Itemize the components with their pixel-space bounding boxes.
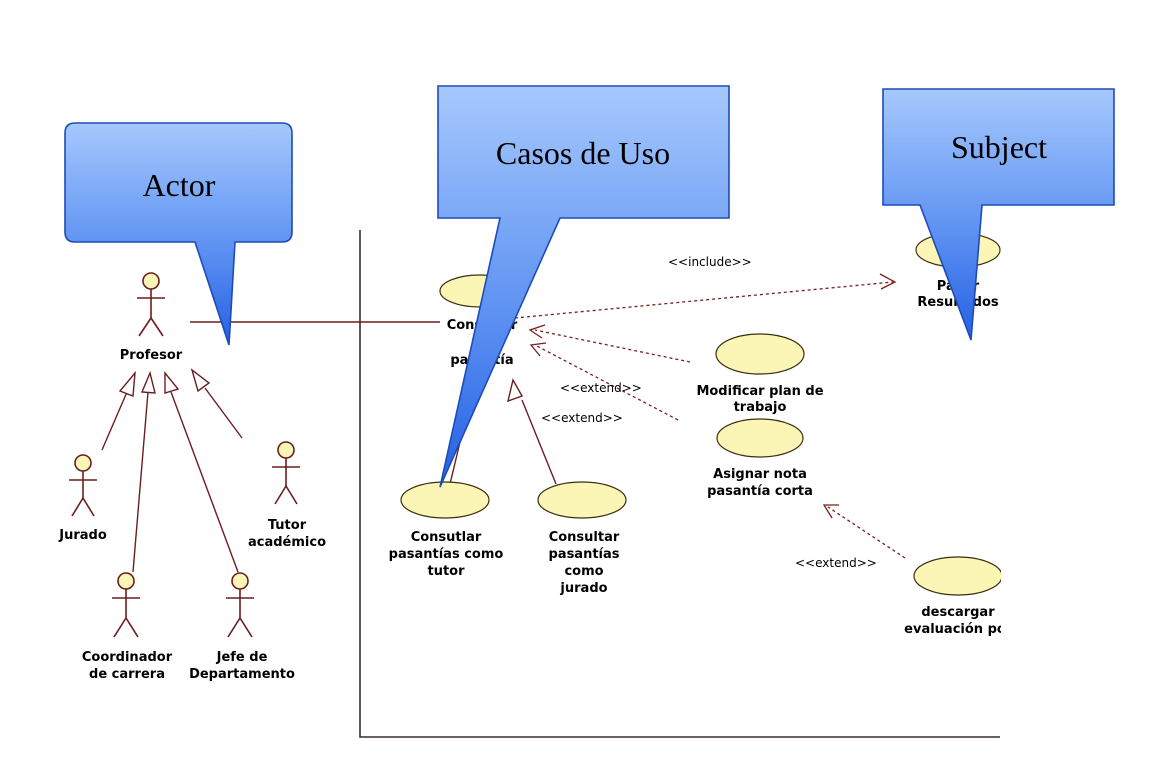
stereotype-extend-3: <<extend>> bbox=[795, 556, 877, 570]
actor-jefe-departamento[interactable]: Jefe de Departamento bbox=[189, 572, 295, 682]
use-case-jurado-label-3: como bbox=[564, 564, 603, 579]
use-case-consultar-jurado[interactable]: Consultar pasantías como jurado bbox=[537, 481, 627, 596]
use-case-jurado-label-4: jurado bbox=[559, 581, 607, 596]
actor-jurado[interactable]: Jurado bbox=[58, 454, 107, 543]
callout-actor: Actor bbox=[64, 122, 293, 346]
system-boundary bbox=[359, 230, 1000, 738]
use-case-modificar-label-1: Modificar plan de bbox=[696, 384, 823, 399]
callout-casos-text: Casos de Uso bbox=[496, 135, 670, 171]
use-case-asignar-label-2: pasantía corta bbox=[707, 484, 813, 499]
use-case-descargar-label-2: evaluación po bbox=[904, 622, 1006, 637]
callout-actor-text: Actor bbox=[143, 167, 216, 203]
use-case-tutor-label-3: tutor bbox=[427, 564, 465, 579]
use-case-asignar-label-1: Asignar nota bbox=[713, 467, 807, 482]
use-case-descargar-evaluacion[interactable]: descargar evaluación po bbox=[904, 556, 1006, 637]
use-case-tutor-label-2: pasantías como bbox=[389, 547, 504, 562]
use-case-consultar-tutor[interactable]: Consutlar pasantías como tutor bbox=[389, 481, 504, 579]
use-case-jurado-label-2: pasantías bbox=[548, 547, 619, 562]
right-crop-mask bbox=[1001, 220, 1164, 763]
callout-subject: Subject bbox=[882, 88, 1115, 341]
actor-tutor-label-1: Tutor bbox=[268, 518, 307, 533]
stereotype-include: <<include>> bbox=[668, 255, 752, 269]
actor-profesor-label: Profesor bbox=[120, 348, 183, 363]
use-case-asignar-nota[interactable]: Asignar nota pasantía corta bbox=[707, 418, 813, 499]
actor-jefe-label-1: Jefe de bbox=[216, 650, 268, 665]
actor-tutor-label-2: académico bbox=[248, 535, 326, 550]
actor-profesor[interactable]: Profesor bbox=[120, 272, 183, 363]
use-case-modificar-label-2: trabajo bbox=[734, 400, 787, 415]
use-case-modificar-plan[interactable]: Modificar plan de trabajo bbox=[696, 333, 824, 415]
actor-coordinador-label-2: de carrera bbox=[89, 667, 165, 682]
actor-jefe-label-2: Departamento bbox=[189, 667, 295, 682]
use-case-jurado-label-1: Consultar bbox=[549, 530, 620, 545]
actor-coordinador[interactable]: Coordinador de carrera bbox=[82, 572, 173, 682]
callout-subject-text: Subject bbox=[951, 129, 1047, 165]
use-case-descargar-label-1: descargar bbox=[921, 605, 995, 620]
actor-tutor-academico[interactable]: Tutor académico bbox=[248, 441, 326, 550]
generalization-lines bbox=[101, 368, 243, 573]
stereotype-extend-1: <<extend>> bbox=[560, 381, 642, 395]
callout-casos-de-uso: Casos de Uso bbox=[437, 85, 730, 488]
use-case-relations bbox=[449, 273, 906, 559]
stereotype-extend-2: <<extend>> bbox=[541, 411, 623, 425]
actor-jurado-label: Jurado bbox=[58, 528, 107, 543]
use-case-tutor-label-1: Consutlar bbox=[411, 530, 482, 545]
actor-coordinador-label-1: Coordinador bbox=[82, 650, 173, 665]
